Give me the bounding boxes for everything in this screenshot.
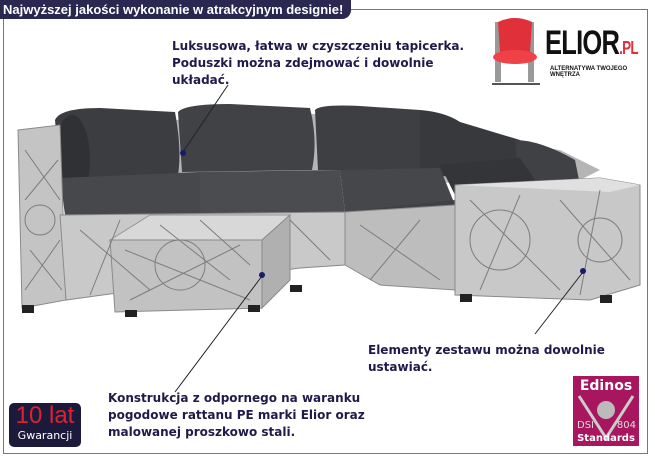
edinos-v-icon	[577, 395, 635, 441]
page-header: Najwyższej jakości wykonanie w atrakcyjn…	[0, 0, 352, 19]
note-line: malowanej proszkowo stali.	[108, 425, 296, 439]
edinos-standards: Standards	[577, 433, 635, 444]
callout-dots	[180, 150, 586, 278]
construction-note: Konstrukcja z odpornego na waranku pogod…	[108, 390, 388, 441]
edinos-dsi: DSI	[577, 420, 594, 431]
sofa-feet	[22, 285, 612, 317]
edinos-brand: Edinos	[579, 378, 633, 394]
upholstery-note: Luksusowa, łatwa w czyszczeniu tapicerka…	[172, 38, 472, 89]
note-line: pogodowe rattanu PE marki Elior oraz	[108, 408, 365, 422]
rattan-weave	[24, 149, 631, 301]
seat-cushion	[340, 168, 455, 212]
back-cushion	[178, 104, 315, 172]
corner-base	[344, 204, 456, 291]
note-line: Elementy zestawu można dowolnie	[368, 343, 605, 357]
note-line: Poduszki można zdejmować i dowolnie	[172, 56, 434, 70]
coffee-table-front	[109, 239, 263, 313]
seat-cushion	[200, 170, 345, 215]
warranty-years: 10 lat	[15, 402, 75, 429]
back-cushion	[315, 105, 424, 170]
seat-cushion	[60, 172, 200, 215]
edinos-804: 804	[616, 420, 636, 431]
note-line: Konstrukcja z odpornego na waranku	[108, 391, 361, 405]
elior-logo: ELIOR.PL	[545, 24, 639, 63]
right-arm-top	[455, 178, 640, 192]
right-arm-frame	[454, 177, 641, 301]
warranty-badge: 10 lat Gwarancji	[9, 403, 81, 447]
logo-tagline: ALTERNATYWA TWOJEGO WNĘTRZA	[550, 66, 628, 78]
note-line: układać.	[172, 73, 230, 87]
logo-suffix: .PL	[619, 38, 639, 58]
coffee-table-side	[261, 213, 291, 310]
logo-name: ELIOR	[545, 24, 620, 62]
note-line: ustawiać.	[368, 360, 433, 374]
note-line: Luksusowa, łatwa w czyszczeniu tapicerka…	[172, 39, 465, 53]
callout-lines	[174, 84, 584, 393]
arrangement-note: Elementy zestawu można dowolnie ustawiać…	[368, 342, 628, 376]
warranty-label: Gwarancji	[17, 429, 73, 442]
chair-logo-icon	[492, 18, 540, 85]
edinos-certification-badge: Edinos DSI 804 Standards	[573, 376, 639, 446]
